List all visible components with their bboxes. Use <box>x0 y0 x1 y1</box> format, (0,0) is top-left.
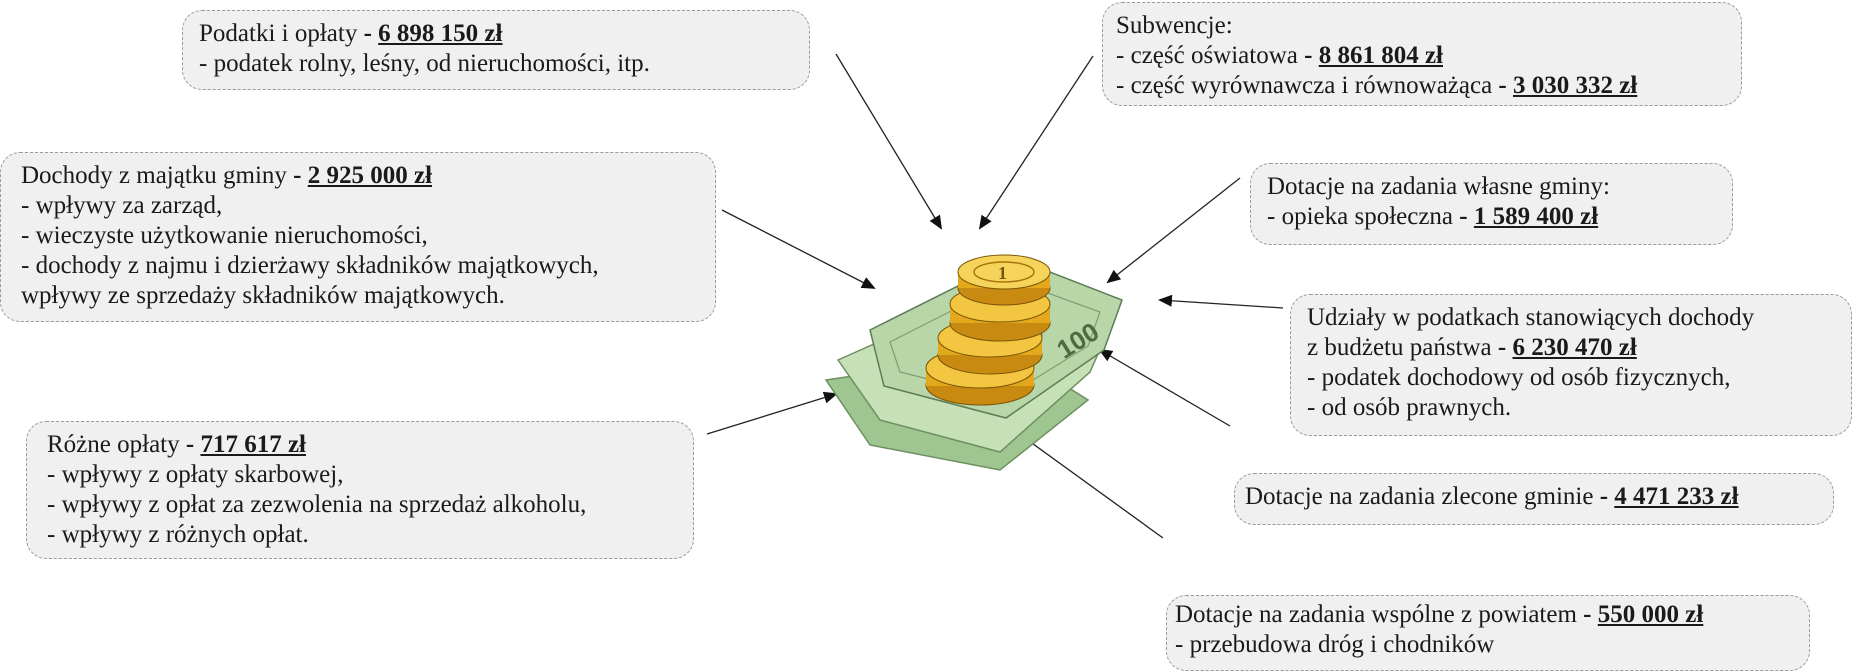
arrow-dotacje-zlecone <box>1098 348 1231 427</box>
box-subwencje-title: Subwencje: <box>1116 12 1233 39</box>
amount: 4 471 233 zł <box>1614 483 1739 510</box>
amount: 1 589 400 zł <box>1473 203 1599 230</box>
box-udzialy-title: Udziały w podatkach stanowiących dochody <box>1307 304 1755 331</box>
box-dotacje-zlecone-line: Dotacje na zadania zlecone gminie - 4 47… <box>1245 483 1739 510</box>
box-line: - wieczyste użytkowanie nieruchomości, <box>21 222 428 249</box>
box-dotacje-wspolne: Dotacje na zadania wspólne z powiatem - … <box>1166 595 1810 671</box>
arrow-podatki <box>835 53 943 230</box>
box-podatki: Podatki i opłaty - 6 898 150 zł - podate… <box>182 10 810 90</box>
box-line: - część oświatowa - 8 861 804 zł <box>1116 42 1443 69</box>
amount: 6 898 150 zł <box>378 20 503 47</box>
box-line: - opieka społeczna - 1 589 400 zł <box>1267 203 1599 230</box>
amount: 550 000 zł <box>1597 601 1704 628</box>
amount: 8 861 804 zł <box>1318 42 1443 69</box>
box-line: - wpływy z różnych opłat. <box>47 521 309 548</box>
arrow-rozne <box>706 391 838 435</box>
box-subwencje: Subwencje: - część oświatowa - 8 861 804… <box>1102 2 1742 106</box>
money-coins-icon: 1 100 <box>824 254 1123 471</box>
amount: 6 230 470 zł <box>1512 334 1637 361</box>
arrow-udzialy <box>1158 294 1284 309</box>
box-majatek: Dochody z majątku gminy - 2 925 000 zł -… <box>0 152 716 322</box>
box-line: - część wyrównawcza i równoważąca - 3 03… <box>1116 72 1638 99</box>
amount: 717 617 zł <box>200 431 306 458</box>
box-line: wpływy ze sprzedaży składników majątkowy… <box>21 282 505 309</box>
box-line: - dochody z najmu i dzierżawy składników… <box>21 252 599 279</box>
box-line: - od osób prawnych. <box>1307 394 1512 421</box>
box-podatki-title-line: Podatki i opłaty - 6 898 150 zł <box>199 20 503 47</box>
arrow-subwencje <box>978 55 1094 230</box>
arrow-dotacje-wlasne <box>1106 177 1241 284</box>
box-dotacje-wlasne: Dotacje na zadania własne gminy: - opiek… <box>1250 163 1733 245</box>
box-rozne-title-line: Różne opłaty - 717 617 zł <box>47 431 306 458</box>
arrow-majatek <box>721 209 876 289</box>
box-line: - podatek dochodowy od osób fizycznych, <box>1307 364 1731 391</box>
box-udzialy-title-line: z budżetu państwa - 6 230 470 zł <box>1307 334 1637 361</box>
box-majatek-title-line: Dochody z majątku gminy - 2 925 000 zł <box>21 162 433 189</box>
amount: 3 030 332 zł <box>1513 72 1638 99</box>
box-line: - wpływy z opłaty skarbowej, <box>47 461 344 488</box>
amount: 2 925 000 zł <box>307 162 433 189</box>
box-dotacje-wspolne-title-line: Dotacje na zadania wspólne z powiatem - … <box>1175 601 1704 628</box>
box-line: - przebudowa dróg i chodników <box>1175 631 1495 658</box>
box-udzialy: Udziały w podatkach stanowiących dochody… <box>1290 294 1852 436</box>
box-dotacje-wlasne-title: Dotacje na zadania własne gminy: <box>1267 173 1610 200</box>
box-line: - podatek rolny, leśny, od nieruchomości… <box>199 50 650 77</box>
svg-text:1: 1 <box>998 263 1007 283</box>
box-line: - wpływy z opłat za zezwolenia na sprzed… <box>47 491 587 518</box>
box-dotacje-zlecone: Dotacje na zadania zlecone gminie - 4 47… <box>1234 473 1834 525</box>
box-rozne: Różne opłaty - 717 617 zł - wpływy z opł… <box>26 421 694 559</box>
box-line: - wpływy za zarząd, <box>21 192 223 219</box>
